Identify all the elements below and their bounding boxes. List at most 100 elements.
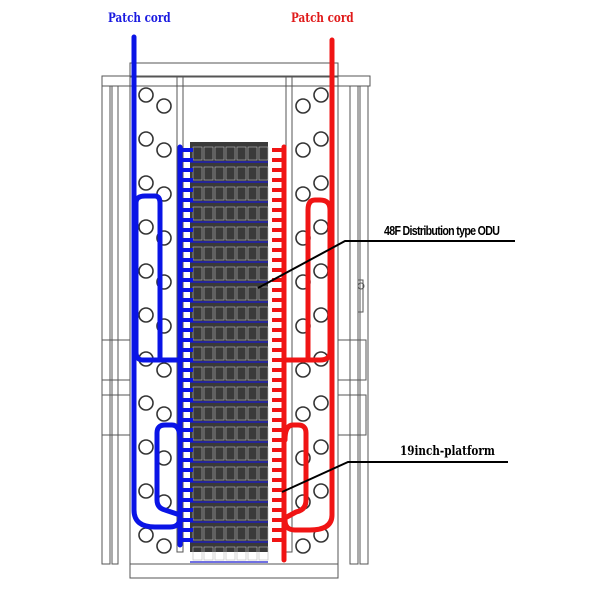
cord-combs	[182, 148, 285, 542]
adapter-port	[225, 446, 236, 461]
adapter-port	[258, 506, 269, 521]
adapter-port	[236, 286, 247, 301]
adapter-port	[247, 346, 258, 361]
adapter-port	[225, 286, 236, 301]
spool-guide-circle	[295, 98, 311, 114]
spool-guide-circle	[313, 483, 329, 499]
adapter-port	[192, 326, 203, 341]
adapter-port	[247, 366, 258, 381]
adapter-port	[247, 306, 258, 321]
adapter-port	[247, 246, 258, 261]
adapter-port	[225, 166, 236, 181]
adapter-port	[225, 226, 236, 241]
adapter-port	[258, 426, 269, 441]
adapter-port	[258, 486, 269, 501]
adapter-port	[192, 546, 203, 561]
adapter-port	[236, 186, 247, 201]
adapter-port	[192, 286, 203, 301]
adapter-port	[214, 146, 225, 161]
adapter-port	[214, 226, 225, 241]
odu-callout-label: 48F Distribution type ODU	[384, 224, 500, 238]
spool-guide-circle	[156, 230, 172, 246]
adapter-port	[225, 326, 236, 341]
spool-guide-circle	[138, 131, 154, 147]
adapter-port	[192, 186, 203, 201]
adapter-port	[236, 426, 247, 441]
adapter-port	[192, 226, 203, 241]
adapter-port	[225, 266, 236, 281]
adapter-port	[247, 146, 258, 161]
adapter-port	[247, 406, 258, 421]
adapter-port	[192, 426, 203, 441]
adapter-port	[203, 286, 214, 301]
spool-guide-circle	[313, 395, 329, 411]
adapter-port	[236, 366, 247, 381]
adapter-port	[214, 386, 225, 401]
spool-guide-circle	[295, 362, 311, 378]
adapter-port	[203, 206, 214, 221]
adapter-port	[214, 266, 225, 281]
spool-guide-circle	[156, 406, 172, 422]
adapter-port	[258, 146, 269, 161]
spool-guide-circle	[138, 87, 154, 103]
right-side-post	[349, 85, 359, 565]
spool-guide-circle	[295, 538, 311, 554]
adapter-port	[258, 166, 269, 181]
right-mount-rail	[285, 76, 293, 553]
adapter-port	[247, 286, 258, 301]
adapter-port	[203, 146, 214, 161]
adapter-port	[247, 226, 258, 241]
adapter-port	[258, 466, 269, 481]
adapter-port	[225, 386, 236, 401]
adapter-port	[203, 426, 214, 441]
spool-guide-circle	[313, 439, 329, 455]
adapter-port	[258, 406, 269, 421]
adapter-port	[225, 546, 236, 561]
adapter-port	[214, 446, 225, 461]
adapter-port	[192, 486, 203, 501]
adapter-port	[247, 546, 258, 561]
adapter-port	[203, 326, 214, 341]
adapter-port	[258, 226, 269, 241]
door-handle	[357, 279, 364, 313]
spool-guide-circle	[138, 483, 154, 499]
adapter-port	[236, 266, 247, 281]
adapter-port	[203, 346, 214, 361]
adapter-port	[203, 406, 214, 421]
adapter-port	[247, 266, 258, 281]
adapter-port	[203, 506, 214, 521]
adapter-port	[258, 326, 269, 341]
base-plinth	[129, 563, 339, 579]
adapter-port	[203, 526, 214, 541]
adapter-port	[192, 406, 203, 421]
adapter-port	[236, 466, 247, 481]
adapter-port	[247, 186, 258, 201]
left-mount-rail	[176, 76, 184, 553]
left-side-post-inner	[111, 85, 119, 565]
spool-guide-circle	[295, 186, 311, 202]
adapter-port	[236, 386, 247, 401]
adapter-port	[214, 246, 225, 261]
spool-guide-circle	[313, 175, 329, 191]
adapter-port	[192, 266, 203, 281]
adapter-port	[203, 486, 214, 501]
spool-guide-circle	[313, 307, 329, 323]
left-hinge-upper	[101, 339, 131, 381]
right-hinge-lower	[337, 394, 367, 436]
adapter-port	[192, 146, 203, 161]
adapter-port	[225, 526, 236, 541]
adapter-port	[203, 466, 214, 481]
adapter-port	[258, 266, 269, 281]
leader-lines	[257, 240, 515, 493]
adapter-port	[214, 406, 225, 421]
adapter-port	[236, 246, 247, 261]
adapter-port	[203, 546, 214, 561]
adapter-port	[192, 166, 203, 181]
platform-callout-label: 19inch-platform	[400, 444, 495, 459]
spool-guide-circle	[156, 538, 172, 554]
adapter-port	[203, 386, 214, 401]
adapter-port	[214, 286, 225, 301]
adapter-port	[258, 346, 269, 361]
adapter-port	[247, 206, 258, 221]
